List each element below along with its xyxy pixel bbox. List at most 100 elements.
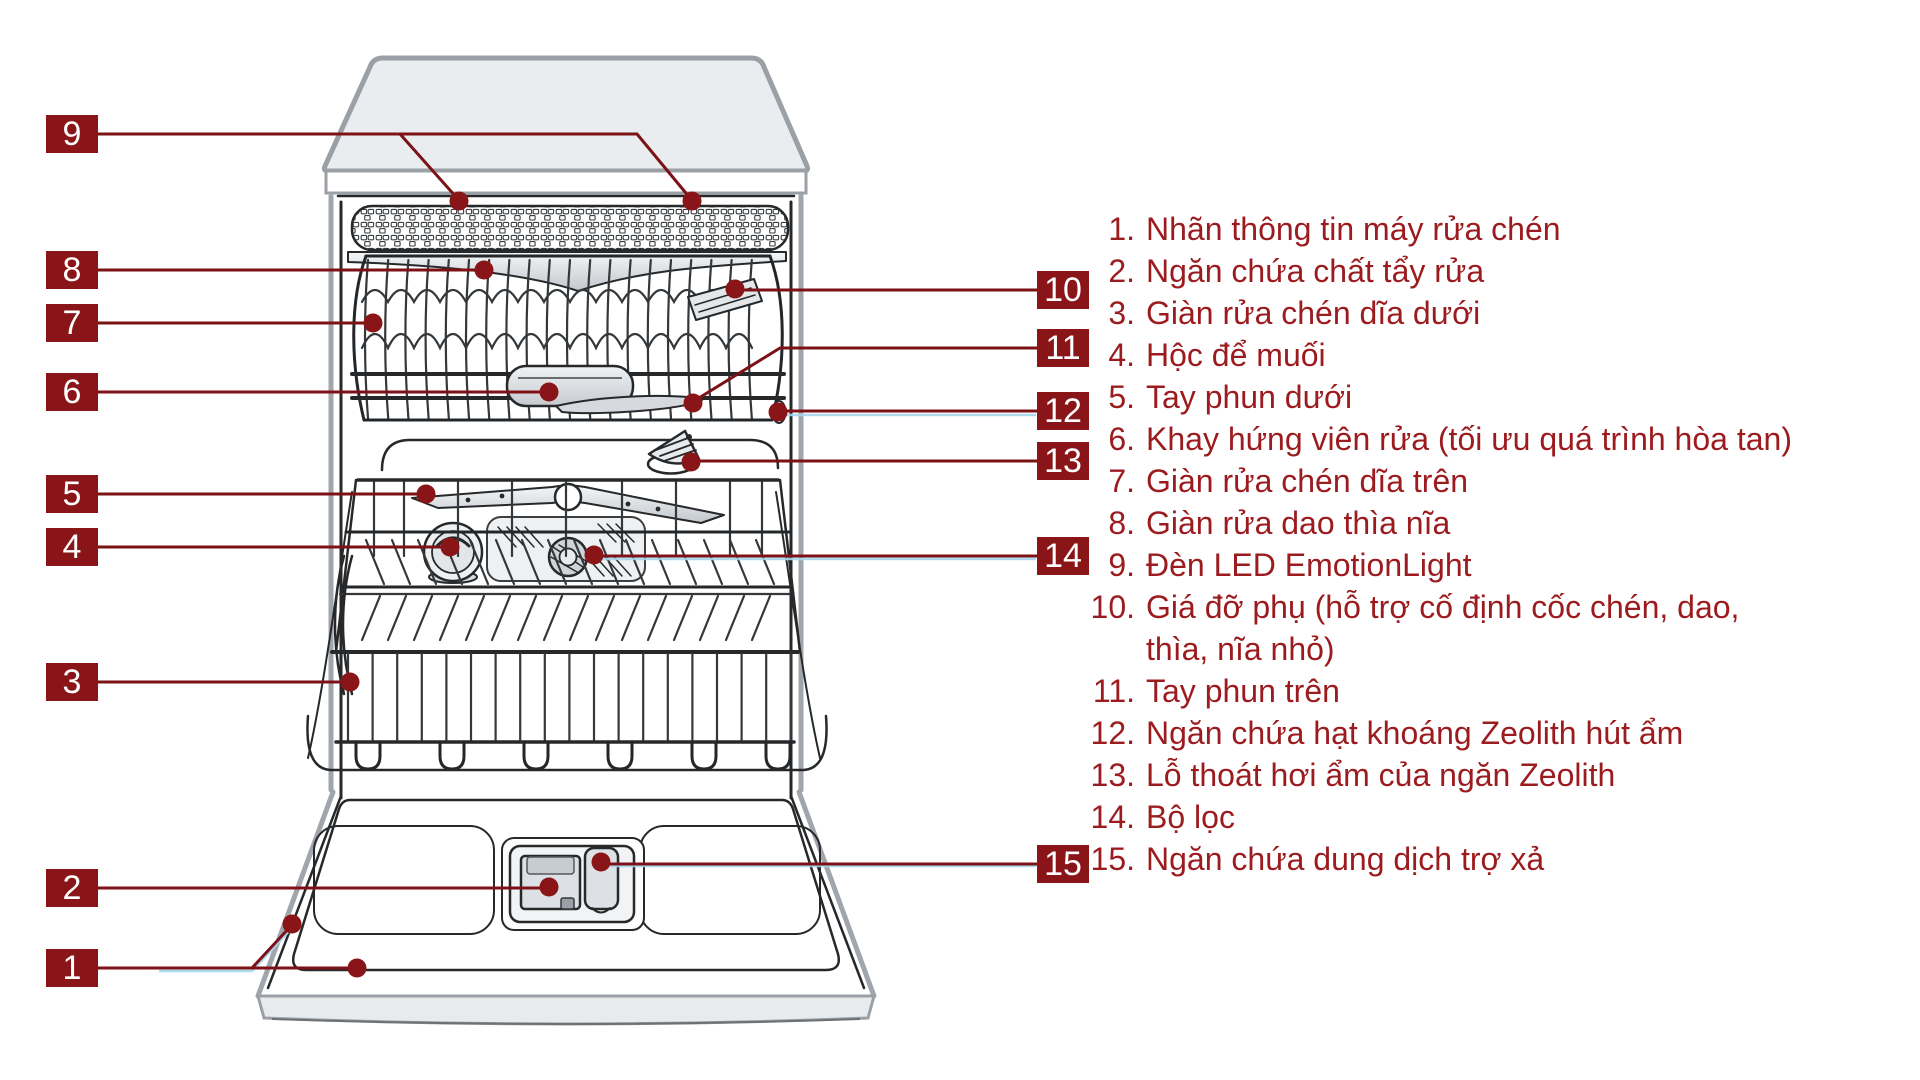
lid-open-top [321,55,811,198]
upper-basket [350,254,786,422]
legend-item-4: 4. Hộc để muối [1063,334,1792,376]
legend-item-number: 6. [1108,421,1135,457]
callout-label-13: 13 [1037,442,1089,480]
legend-item-11: 11. Tay phun trên [1063,670,1792,712]
legend-item-number: 3. [1108,295,1135,331]
legend-item-13: 13. Lỗ thoát hơi ẩm của ngăn Zeolith [1063,754,1792,796]
legend-item-7: 7. Giàn rửa chén dĩa trên [1063,460,1792,502]
callout-label-5: 5 [46,475,98,513]
callout-dot-13 [681,452,701,472]
callout-label-6: 6 [46,373,98,411]
callout-label-9: 9 [46,115,98,153]
cutlery-rack [347,204,790,292]
legend-item-text: Bộ lọc [1146,799,1235,835]
callout-line-9 [96,132,692,200]
callout-dot-7 [363,313,383,333]
cup-support-shelf [687,278,763,321]
callout-dot-11 [683,393,703,413]
legend-item-text: Hộc để muối [1146,337,1326,373]
legend-item-number: 2. [1108,253,1135,289]
callout-highlights [158,413,1037,973]
callout-line-11 [692,346,1039,403]
legend-item-text: Giàn rửa chén dĩa trên [1146,463,1469,499]
legend-item-number: 13. [1090,757,1135,793]
callout-label-2: 2 [46,869,98,907]
callout-dot-9a [449,191,469,211]
tub-floor [306,491,828,772]
legend-item-text: Ngăn chứa hạt khoáng Zeolith hút ẩm [1146,715,1684,751]
callout-dot-2 [539,877,559,897]
detergent-dispenser [508,844,636,924]
legend-item-text: thìa, nĩa nhỏ) [1146,631,1335,667]
legend-item-9: 9. Đèn LED EmotionLight [1063,544,1792,586]
callout-label-11: 11 [1037,329,1089,367]
callout-dot-1a [282,914,302,934]
callout-label-12: 12 [1037,392,1089,430]
callout-dot-5 [416,484,436,504]
legend-item-number: 1. [1108,211,1135,247]
callout-dot-10 [725,279,745,299]
legend-item-text: Giàn rửa chén dĩa dưới [1146,295,1481,331]
legend-item-number: 12. [1090,715,1135,751]
legend: 1. Nhãn thông tin máy rửa chén 2. Ngăn chứa… [1063,208,1792,880]
legend-item-text: Nhãn thông tin máy rửa chén [1146,211,1561,247]
legend-item-2: 2. Ngăn chứa chất tẩy rửa [1063,250,1792,292]
legend-item-text: Tay phun dưới [1146,379,1353,415]
callout-label-4: 4 [46,528,98,566]
tub-back-seam [380,438,780,472]
tablet-catch-tray [505,364,635,408]
legend-item-text: Giá đỡ phụ (hỗ trợ cố định cốc chén, dao… [1146,589,1740,625]
legend-item-3: 3. Giàn rửa chén dĩa dưới [1063,292,1792,334]
legend-item-8: 8. Giàn rửa dao thìa nĩa [1063,502,1792,544]
callout-lines [96,132,1039,970]
callout-label-1: 1 [46,949,98,987]
legend-item-number: 8. [1108,505,1135,541]
legend-item-text: Đèn LED EmotionLight [1146,547,1472,583]
legend-item-text: Lỗ thoát hơi ẩm của ngăn Zeolith [1146,757,1616,793]
legend-item-number [1063,628,1135,670]
legend-item-text: Tay phun trên [1146,673,1340,709]
lower-spray-arm [411,482,725,524]
callout-dots [282,191,788,978]
callout-dot-14 [584,545,604,565]
legend-item-6: 6. Khay hứng viên rửa (tối ưu quá trình h… [1063,418,1792,460]
legend-item-15: 15. Ngăn chứa dung dịch trợ xả [1063,838,1792,880]
callout-label-3: 3 [46,663,98,701]
legend-item-text: Ngăn chứa dung dịch trợ xả [1146,841,1545,877]
legend-item-12: 12. Ngăn chứa hạt khoáng Zeolith hút ẩm [1063,712,1792,754]
callout-dot-12 [768,402,788,422]
legend-item-continuation: thìa, nĩa nhỏ) [1063,628,1792,670]
upper-spray-arm [555,394,704,415]
legend-item-number: 9. [1108,547,1135,583]
legend-item-number: 15. [1090,841,1135,877]
legend-item-number: 11. [1092,673,1135,709]
callout-dot-3 [340,672,360,692]
legend-item-text: Giàn rửa dao thìa nĩa [1146,505,1451,541]
door-front-slab [256,994,876,1026]
legend-item-5: 5. Tay phun dưới [1063,376,1792,418]
legend-item-10: 10. Giá đỡ phụ (hỗ trợ cố định cốc chén, … [1063,586,1792,628]
legend-item-number: 5. [1108,379,1135,415]
legend-item-text: Ngăn chứa chất tẩy rửa [1146,253,1485,289]
callout-dot-1b [347,958,367,978]
legend-item-number: 14. [1090,799,1135,835]
legend-item-number: 10. [1090,589,1135,625]
callout-label-14: 14 [1037,537,1089,575]
legend-item-text: Khay hứng viên rửa (tối ưu quá trình hòa… [1146,421,1792,457]
legend-item-number: 7. [1108,463,1135,499]
lower-basket [330,478,802,771]
legend-item-number: 4. [1108,337,1135,373]
callout-label-10: 10 [1037,271,1089,309]
callout-dot-8 [474,260,494,280]
callout-label-8: 8 [46,251,98,289]
callout-label-7: 7 [46,304,98,342]
legend-item-1: 1. Nhãn thông tin máy rửa chén [1063,208,1792,250]
callout-dot-6 [539,382,559,402]
callout-label-15: 15 [1037,845,1089,883]
open-door [255,789,877,1026]
callout-dot-15 [591,852,611,872]
legend-item-14: 14. Bộ lọc [1063,796,1792,838]
callout-dot-9b [682,191,702,211]
